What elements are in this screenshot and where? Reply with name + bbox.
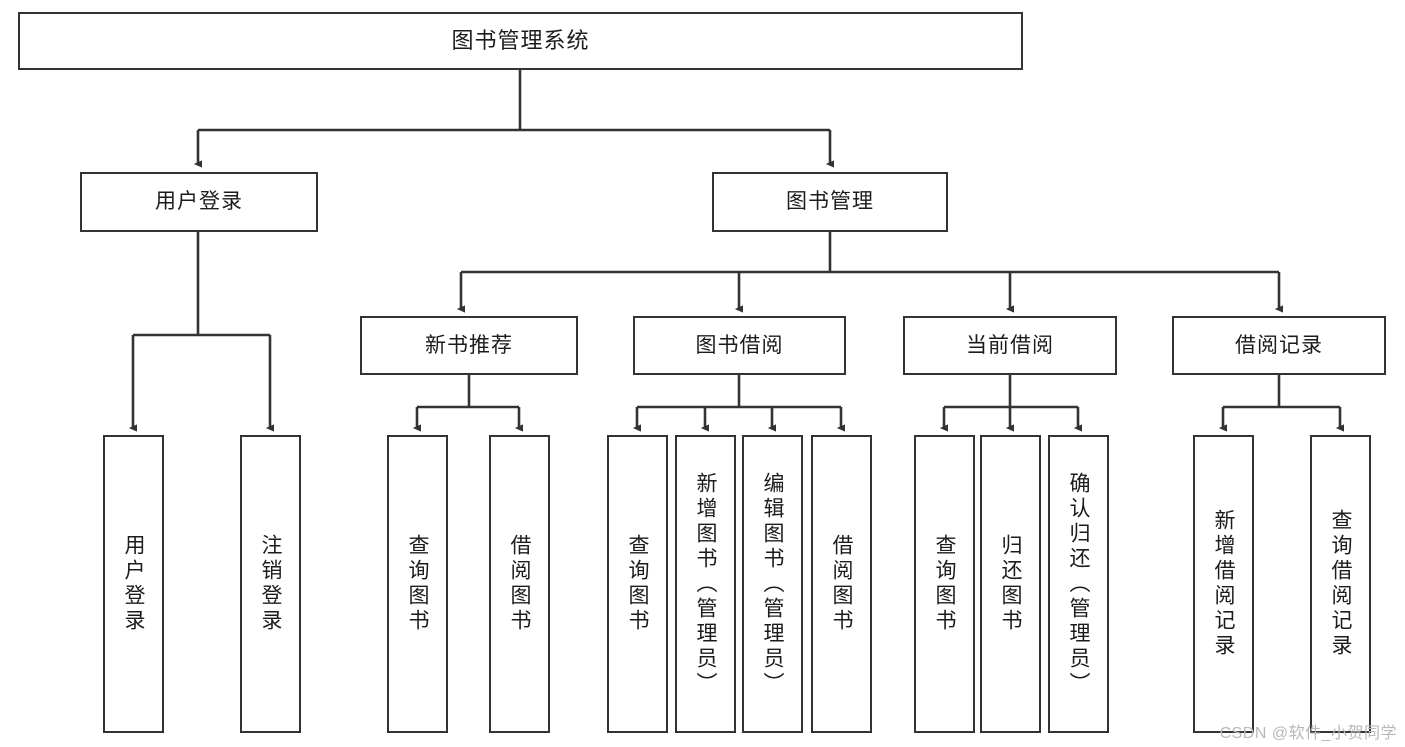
node-label: 图书借阅 xyxy=(695,333,784,357)
node-label: 图书管理 xyxy=(786,190,874,214)
leaf-add-borrow-record[interactable]: 新增借阅记录 xyxy=(1193,435,1254,733)
node-label: 借阅图书 xyxy=(830,534,853,634)
node-label: 查询图书 xyxy=(626,534,649,634)
node-label: 图书管理系统 xyxy=(451,27,590,53)
node-current-borrow[interactable]: 当前借阅 xyxy=(903,316,1117,375)
node-book-management[interactable]: 图书管理 xyxy=(712,172,948,232)
leaf-borrow-book[interactable]: 借阅图书 xyxy=(811,435,872,733)
node-label: 查询图书 xyxy=(933,534,956,634)
node-root-book-management-system[interactable]: 图书管理系统 xyxy=(18,12,1023,70)
node-label: 新书推荐 xyxy=(425,333,513,357)
leaf-query-book-new[interactable]: 查询图书 xyxy=(387,435,448,733)
node-book-borrow[interactable]: 图书借阅 xyxy=(633,316,846,375)
leaf-user-login[interactable]: 用户登录 xyxy=(103,435,164,733)
node-label: 用户登录 xyxy=(155,190,243,214)
node-label: 查询图书 xyxy=(406,534,429,634)
node-user-login[interactable]: 用户登录 xyxy=(80,172,318,232)
node-borrow-record[interactable]: 借阅记录 xyxy=(1172,316,1386,375)
leaf-confirm-return-admin[interactable]: 确认归还（管理员） xyxy=(1048,435,1109,733)
leaf-edit-book-admin[interactable]: 编辑图书（管理员） xyxy=(742,435,803,733)
node-label: 注销登录 xyxy=(259,534,282,634)
node-new-book-recommendation[interactable]: 新书推荐 xyxy=(360,316,578,375)
leaf-borrow-book-new[interactable]: 借阅图书 xyxy=(489,435,550,733)
node-label: 用户登录 xyxy=(122,534,145,634)
node-label: 借阅记录 xyxy=(1235,333,1323,357)
leaf-query-book-borrow[interactable]: 查询图书 xyxy=(607,435,668,733)
leaf-add-book-admin[interactable]: 新增图书（管理员） xyxy=(675,435,736,733)
leaf-query-borrow-record[interactable]: 查询借阅记录 xyxy=(1310,435,1371,733)
leaf-query-book-current[interactable]: 查询图书 xyxy=(914,435,975,733)
node-label: 查询借阅记录 xyxy=(1329,509,1352,659)
csdn-watermark: CSDN @软件_小贺同学 xyxy=(1219,725,1397,742)
node-label: 新增借阅记录 xyxy=(1212,509,1235,659)
node-label: 确认归还（管理员） xyxy=(1067,471,1090,697)
node-label: 归还图书 xyxy=(999,534,1022,634)
leaf-return-book[interactable]: 归还图书 xyxy=(980,435,1041,733)
node-label: 借阅图书 xyxy=(508,534,531,634)
leaf-logout[interactable]: 注销登录 xyxy=(240,435,301,733)
node-label: 当前借阅 xyxy=(966,333,1054,357)
node-label: 编辑图书（管理员） xyxy=(761,471,784,697)
node-label: 新增图书（管理员） xyxy=(694,471,717,697)
